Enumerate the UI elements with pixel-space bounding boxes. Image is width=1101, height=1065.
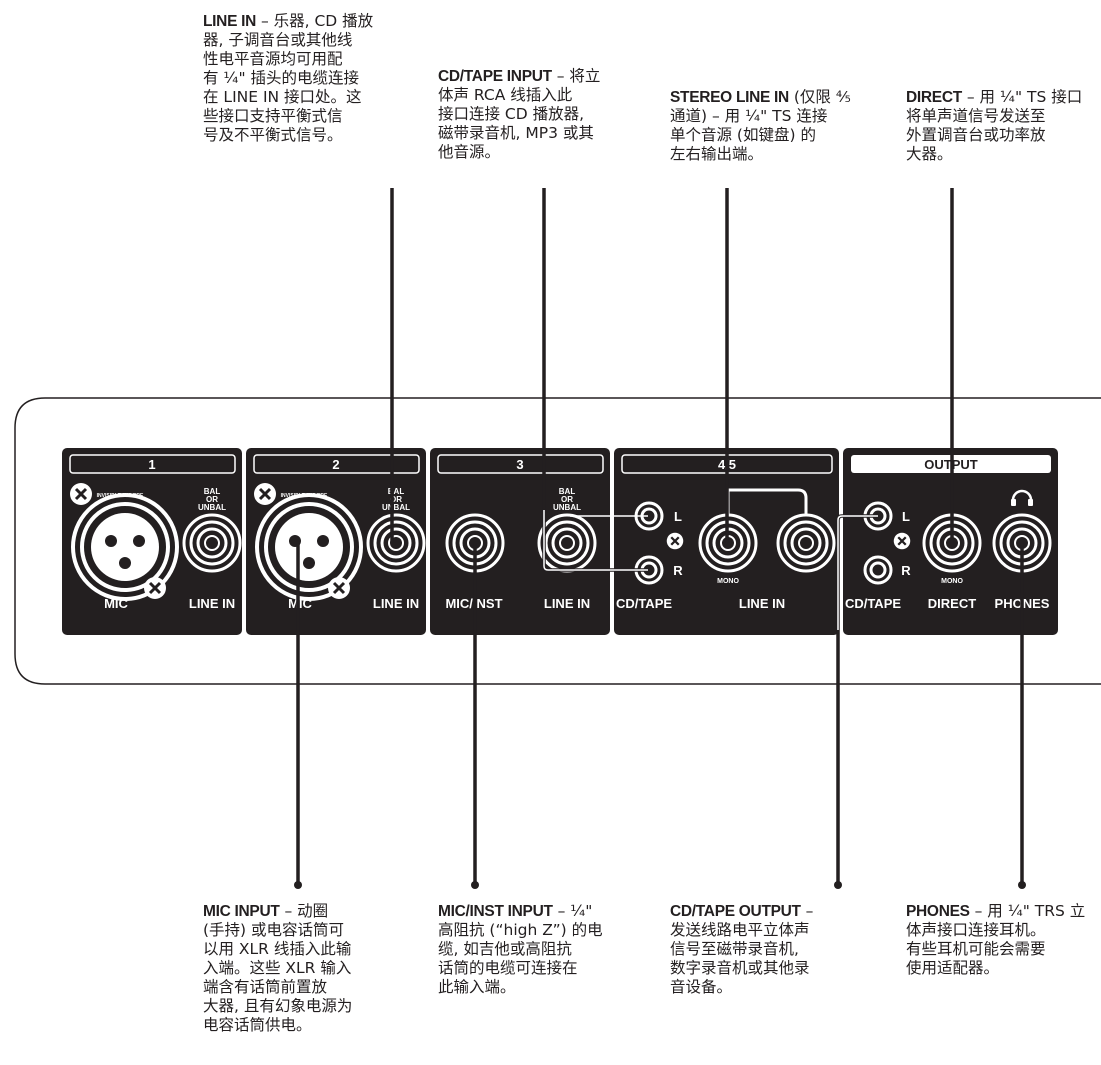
line-in-label: LINE IN	[373, 596, 419, 611]
bal-label: BAL	[559, 487, 576, 496]
leader-lines-white-overlay	[543, 510, 878, 630]
callout-cd-tape-input: CD/TAPE INPUT – 将立 体声 RCA 线插入此 接口连接 CD 播…	[438, 67, 648, 162]
callout-keyword: STEREO LINE IN	[670, 89, 789, 106]
mono-label: MONO	[941, 578, 963, 585]
direct-label: DIRECT	[928, 596, 976, 611]
line-in-jack-3[interactable]	[537, 513, 597, 573]
r-label: R	[673, 563, 683, 578]
callout-body: – 用 ¼" TRS 立 体声接口连接耳机。 有些耳机可能会需要 使用适配器。	[906, 902, 1086, 977]
callout-cd-tape-output: CD/TAPE OUTPUT – 发送线路电平立体声 信号至磁带录音机, 数字录…	[670, 902, 880, 997]
release-tab-icon	[666, 532, 684, 550]
callout-keyword: MIC/INST INPUT	[438, 903, 553, 920]
release-tab-icon	[69, 482, 93, 506]
callout-body: – 动圈 (手持) 或电容话筒可 以用 XLR 线插入此输 入端。这些 XLR …	[203, 902, 353, 1034]
stereo-line-in-jack-right[interactable]	[776, 513, 836, 573]
mono-label: MONO	[717, 578, 739, 585]
release-tab-icon	[327, 576, 351, 600]
section-number: 1	[148, 457, 155, 472]
bal-label: BAL	[204, 487, 221, 496]
section-number: 2	[332, 457, 339, 472]
r-label: R	[901, 563, 911, 578]
release-tab-icon	[253, 482, 277, 506]
callout-line-in: LINE IN – 乐器, CD 播放 器, 子调音台或其他线 性电平音源均可用…	[203, 12, 413, 145]
release-tab-icon	[893, 532, 911, 550]
line-in-jack-2[interactable]	[366, 513, 426, 573]
callout-body: – 将立 体声 RCA 线插入此 接口连接 CD 播放器, 磁带录音机, MP3…	[438, 67, 601, 161]
rca-cd-tape-output-right[interactable]	[863, 555, 893, 585]
or-label: OR	[390, 495, 402, 504]
unbal-label: UNBAL	[382, 503, 410, 512]
callout-body: – 发送线路电平立体声 信号至磁带录音机, 数字录音机或其他录 音设备。	[670, 902, 814, 996]
section-number: 3	[516, 457, 523, 472]
callout-keyword: PHONES	[906, 903, 970, 920]
callout-body: – 用 ¼" TS 接口 将单声道信号发送至 外置调音台或功率放 大器。	[906, 88, 1083, 163]
section-channel-3: 3 MIC/INST BAL OR UNBAL LINE IN	[430, 448, 610, 635]
line-in-label: LINE IN	[544, 596, 590, 611]
chassis-outline	[14, 397, 1101, 685]
callout-direct: DIRECT – 用 ¼" TS 接口 将单声道信号发送至 外置调音台或功率放 …	[906, 88, 1101, 164]
mic-label: MIC	[104, 596, 128, 611]
callout-keyword: MIC INPUT	[203, 903, 280, 920]
unbal-label: UNBAL	[553, 503, 581, 512]
release-tab-icon	[143, 576, 167, 600]
callout-keyword: CD/TAPE INPUT	[438, 68, 552, 85]
unbal-label: UNBAL	[198, 503, 226, 512]
cd-tape-label: CD/TAPE	[845, 596, 901, 611]
callout-keyword: LINE IN	[203, 13, 257, 30]
callout-stereo-line-in: STEREO LINE IN (仅限 ⁴⁄₅ 通道) – 用 ¼" TS 连接 …	[670, 88, 880, 164]
callout-mic-inst-input: MIC/INST INPUT – ¼" 高阻抗 (“high Z”) 的电 缆,…	[438, 902, 648, 997]
line-in-jack-1[interactable]	[182, 513, 242, 573]
l-label: L	[674, 509, 682, 524]
leader-end-dots	[294, 881, 1026, 889]
cd-tape-label: CD/TAPE	[616, 596, 672, 611]
or-label: OR	[561, 495, 573, 504]
section-channel-1: 1 INVISIBLE MIC PRE MIC BAL OR UNBAL LIN…	[62, 448, 242, 635]
callout-body: – ¼" 高阻抗 (“high Z”) 的电 缆, 如吉他或高阻抗 话筒的电缆可…	[438, 902, 603, 996]
or-label: OR	[206, 495, 218, 504]
callout-phones: PHONES – 用 ¼" TRS 立 体声接口连接耳机。 有些耳机可能会需要 …	[906, 902, 1101, 978]
callout-body: – 乐器, CD 播放 器, 子调音台或其他线 性电平音源均可用配 有 ¼" 插…	[203, 12, 374, 144]
callout-body: (仅限 ⁴⁄₅ 通道) – 用 ¼" TS 连接 单个音源 (如键盘) 的 左右…	[670, 88, 851, 163]
section-channel-2: 2 INVISIBLE MIC PRE MIC BAL OR UNBAL LIN…	[246, 448, 426, 635]
mic-label: MIC	[288, 596, 312, 611]
callout-keyword: DIRECT	[906, 89, 962, 106]
l-label: L	[902, 509, 910, 524]
line-in-label: LINE IN	[739, 596, 785, 611]
callout-mic-input: MIC INPUT – 动圈 (手持) 或电容话筒可 以用 XLR 线插入此输 …	[203, 902, 413, 1035]
line-in-label: LINE IN	[189, 596, 235, 611]
callout-keyword: CD/TAPE OUTPUT	[670, 903, 801, 920]
bal-label: BAL	[388, 487, 405, 496]
headphones-icon	[1011, 489, 1033, 506]
